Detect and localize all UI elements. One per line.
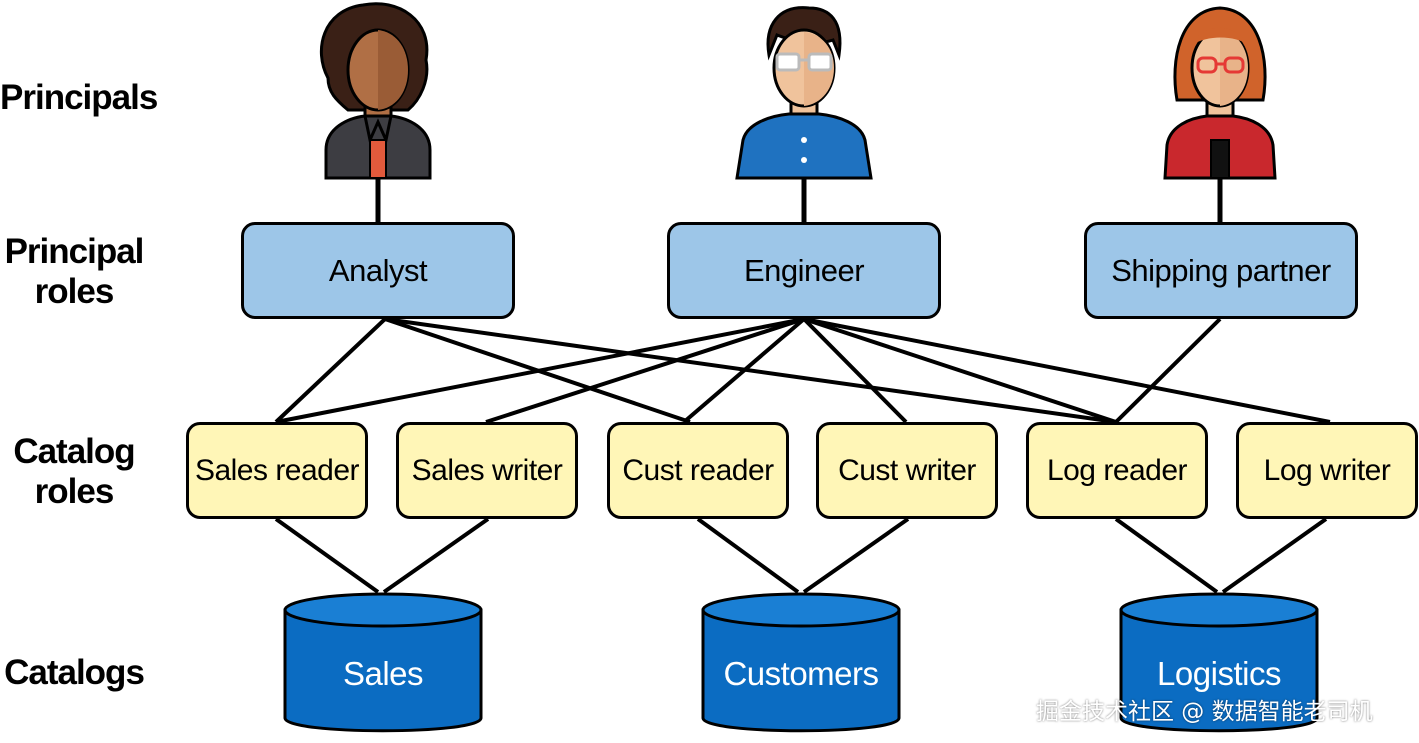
link-engineer-sales-writer: [485, 317, 805, 424]
link-analyst-log-reader: [384, 317, 1117, 424]
catalog-role-cust-writer: Cust writer: [816, 422, 998, 519]
link-log-writer-logistics: [1221, 517, 1328, 594]
row-label-principal-roles-line1: Principal: [4, 232, 145, 271]
catalog-role-sales-writer: Sales writer: [396, 422, 578, 519]
row-label-principals: Principals: [0, 78, 158, 117]
catalog-customers-label: Customers: [723, 655, 879, 692]
link-sales-writer-sales: [382, 517, 490, 594]
catalog-role-log-writer: Log writer: [1236, 422, 1418, 519]
link-engineer-log-writer: [803, 317, 1331, 424]
row-label-catalogs: Catalogs: [4, 653, 145, 692]
shipping-partner-avatar: [1163, 6, 1277, 180]
catalog-role-sales-reader: Sales reader: [186, 422, 368, 519]
link-log-reader-logistics: [1114, 517, 1219, 594]
link-cust-writer-customers: [802, 517, 910, 594]
row-label-catalog-roles-line2: roles: [34, 472, 115, 511]
principal-role-shipping-partner: Shipping partner: [1084, 222, 1358, 319]
catalog-sales-label: Sales: [342, 655, 424, 692]
engineer-avatar: [735, 6, 873, 180]
catalog-logistics-label: Logistics: [1157, 655, 1281, 692]
link-engineer-log-reader: [803, 317, 1117, 424]
analyst-avatar: [319, 2, 432, 180]
catalog-role-log-reader: Log reader: [1026, 422, 1208, 519]
catalog-role-cust-reader: Cust reader: [607, 422, 789, 519]
principal-role-analyst: Analyst: [241, 222, 515, 319]
link-shipping-log-reader: [1114, 317, 1222, 424]
link-sales-reader-sales: [274, 517, 380, 594]
catalog-customers-cylinder: [701, 592, 901, 733]
catalog-sales-cylinder: [283, 592, 483, 733]
link-engineer-sales-reader: [275, 317, 805, 424]
link-engineer-cust-writer: [802, 317, 908, 424]
row-label-catalog-roles-line1: Catalog: [13, 432, 135, 471]
link-engineer-cust-reader: [682, 317, 806, 424]
link-analyst-sales-reader: [274, 317, 387, 424]
catalog-logistics-cylinder: [1119, 592, 1319, 733]
link-cust-reader-customers: [696, 517, 800, 594]
watermark: 掘金技术社区 @ 数据智能老司机: [1036, 699, 1373, 725]
row-label-principal-roles-line2: roles: [34, 272, 115, 311]
row-label-principal-roles: Principal roles: [0, 232, 148, 312]
row-label-catalog-roles: Catalog roles: [0, 432, 148, 512]
principal-role-engineer: Engineer: [667, 222, 941, 319]
